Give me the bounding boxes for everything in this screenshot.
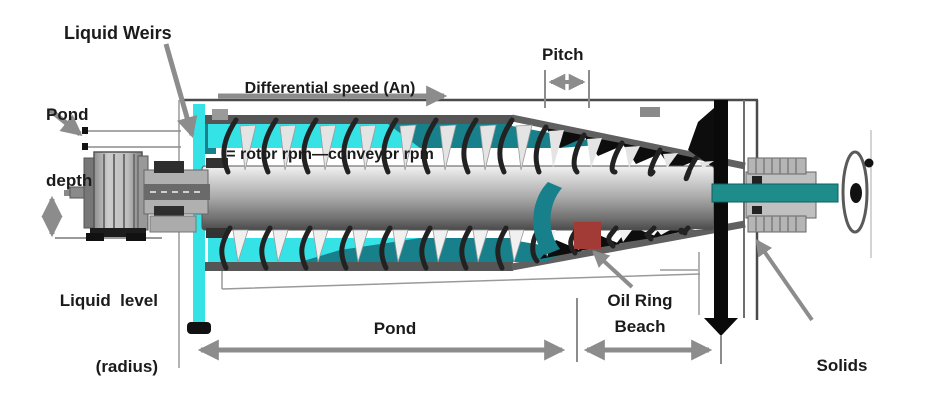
screw-flights	[219, 117, 714, 271]
solids-discharge-wall	[704, 100, 738, 364]
pond-label: Pond	[373, 319, 417, 338]
drive-shaft	[143, 161, 210, 233]
pond-depth-arrow	[48, 108, 83, 136]
liquid-level-label: Liquid level (radius)	[59, 291, 158, 376]
oil-ring-marker	[574, 222, 601, 249]
beach-label: Beach	[614, 317, 666, 336]
liquid-weirs-label: Liquid Weirs	[64, 23, 172, 43]
pond-depth-reference-lines	[82, 127, 181, 150]
pond-depth-label: Pond depth	[46, 105, 93, 190]
solids-ports-arrow	[755, 238, 814, 322]
gearbox	[55, 151, 162, 241]
liquid-weirs-arrow	[163, 43, 198, 139]
center-blade	[533, 182, 562, 255]
pitch-label: Pitch	[542, 45, 584, 64]
oil-ring-arrow	[592, 250, 634, 289]
pitch-dimension	[544, 70, 590, 108]
solids-ports-label: Solids Ports	[816, 356, 868, 375]
oil-ring-label: Oil Ring	[607, 291, 673, 310]
differential-speed-label: Differential speed (An) = rotor rpm—conv…	[226, 80, 434, 163]
output-shaft	[711, 150, 874, 234]
